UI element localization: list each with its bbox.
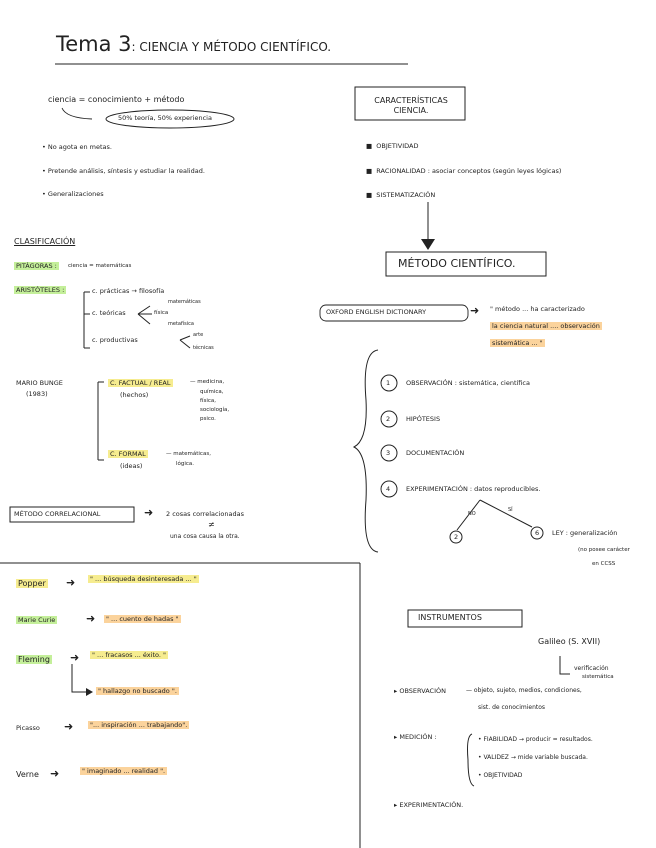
step-1-number: 1 <box>386 379 391 387</box>
branch-no: NO <box>468 511 476 517</box>
correlacional-box: MÉTODO CORRELACIONAL <box>14 510 101 518</box>
metodo-cientifico-box: MÉTODO CIENTÍFICO. <box>398 257 516 270</box>
quote-hallazgo-text: " hallazgo no buscado ". <box>96 687 179 695</box>
step-4-label: EXPERIMENTACIÓN : datos reproducibles. <box>406 485 541 493</box>
ciencia-equation: ciencia = conocimiento + método <box>48 95 185 104</box>
ley-label: LEY : generalización <box>552 529 618 537</box>
step-2-number: 2 <box>386 415 391 423</box>
bunge-factual-sub: (hechos) <box>120 391 149 399</box>
quote-popper-name: Popper <box>16 579 48 588</box>
page-title: Tema 3: CIENCIA Y MÉTODO CIENTÍFICO. <box>56 34 331 55</box>
pitagoras-value: ciencia = matemáticas <box>68 263 132 269</box>
bunge-formal-item-2: lógica. <box>176 461 195 467</box>
oxford-quote-c: sistemática ... " <box>490 339 545 347</box>
caracteristica-sistematizacion: ■ SISTEMATIZACIÓN <box>366 191 436 199</box>
caracteristica-racionalidad: ■ RACIONALIDAD : asociar conceptos (segú… <box>366 167 562 175</box>
ley-note-1: (no posee carácter <box>578 547 630 553</box>
aristoteles-matematicas: matemáticas <box>168 299 201 305</box>
medicion-item-2: • VALIDEZ → mide variable buscada. <box>478 754 588 761</box>
arrow-icon: ➜ <box>66 576 76 589</box>
quote-fleming-name: Fleming <box>16 655 52 664</box>
step-3-label: DOCUMENTACIÓN <box>406 449 465 457</box>
galileo-sistematica: sistemática <box>582 674 614 680</box>
step-1-label: OBSERVACIÓN : sistemática, científica <box>406 379 530 387</box>
pitagoras-name: PITÁGORAS : <box>14 262 59 270</box>
caracteristica-objetividad: ■ OBJETIVIDAD <box>366 142 419 150</box>
bunge-formal-item-1: — matemáticas, <box>166 451 211 457</box>
aristoteles-name: ARISTÓTELES : <box>14 286 67 294</box>
medicion-item-1: • FIABILIDAD → producir = resultados. <box>478 736 593 743</box>
ciencia-bullet-2: • Pretende análisis, síntesis y estudiar… <box>42 167 205 175</box>
ciencia-bullet-1: • No agota en metas. <box>42 143 112 151</box>
correlacional-line-2: una cosa causa la otra. <box>170 533 240 540</box>
instrumento-medicion: ▸ MEDICIÓN : <box>394 733 437 741</box>
arrow-icon: ➜ <box>70 651 80 664</box>
bunge-factual-item-4: sociología, <box>200 407 230 413</box>
quote-verne-text: " imaginado ... realidad ". <box>80 767 168 775</box>
arrow-icon: ➜ <box>86 612 96 625</box>
arrow-icon: ➜ <box>64 720 74 733</box>
bunge-name: MARIO BUNGE <box>16 379 63 387</box>
instrumento-observacion: ▸ OBSERVACIÓN <box>394 687 446 695</box>
instrumento-observacion-a: — objeto, sujeto, medios, condiciones, <box>466 687 582 694</box>
oxford-quote-a: " método ... ha caracterizado <box>490 305 585 313</box>
bunge-factual-item-3: física, <box>200 398 217 404</box>
bunge-year: (1983) <box>26 390 48 398</box>
ley-note-2: en CCSS <box>592 561 616 567</box>
step-4-number: 4 <box>386 485 391 493</box>
bunge-factual-item-5: psico. <box>200 416 216 422</box>
bunge-formal: C. FORMAL <box>108 450 148 458</box>
ciencia-ellipse-text: 50% teoría, 50% experiencia <box>118 114 212 122</box>
aristoteles-fisica: física <box>154 310 169 316</box>
branch-two: 2 <box>454 533 459 541</box>
aristoteles-productivas: c. productivas <box>92 336 138 344</box>
title-tema: Tema 3 <box>56 32 132 56</box>
aristoteles-teoricas: c. teóricas <box>92 309 126 317</box>
quote-curie-text: " ... cuento de hadas " <box>104 615 181 623</box>
aristoteles-practicas: c. prácticas → filosofía <box>92 287 165 295</box>
galileo-verificacion: verificación <box>574 665 609 672</box>
clasificacion-heading: CLASIFICACIÓN <box>14 237 76 246</box>
aristoteles-tecnicas: técnicas <box>193 345 214 351</box>
quote-curie-name: Marie Curie <box>16 616 58 624</box>
aristoteles-metafisica: metafísica <box>168 321 194 327</box>
quote-fleming-text: " ... fracasos ... éxito. " <box>90 651 168 659</box>
bunge-formal-sub: (ideas) <box>120 462 143 470</box>
quote-popper-text: " ... búsqueda desinteresada ... " <box>88 575 199 583</box>
aristoteles-arte: arte <box>193 332 204 338</box>
oxford-quote-b: la ciencia natural .... observación <box>490 322 602 330</box>
step-2-label: HIPÓTESIS <box>406 415 441 423</box>
galileo-label: Galileo (S. XVII) <box>538 637 601 646</box>
step-3-number: 3 <box>386 449 391 457</box>
oxford-dictionary: OXFORD ENGLISH DICTIONARY <box>326 308 427 316</box>
quote-picasso-name: Picasso <box>16 724 40 732</box>
title-rest: : CIENCIA Y MÉTODO CIENTÍFICO. <box>131 40 332 54</box>
caracteristicas-box: CARACTERÍSTICAS CIENCIA. <box>374 96 448 115</box>
branch-si: SÍ <box>508 507 513 513</box>
branch-six: 6 <box>535 529 540 537</box>
ciencia-bullet-3: • Generalizaciones <box>42 190 104 198</box>
bunge-factual: C. FACTUAL / REAL <box>108 379 173 387</box>
medicion-item-3: • OBJETIVIDAD <box>478 772 523 779</box>
instrumento-observacion-b: sist. de conocimientos <box>478 704 546 711</box>
arrow-icon: ➜ <box>50 767 60 780</box>
quote-picasso-text: "... inspiración ... trabajando". <box>88 721 190 729</box>
correlacional-line-1: 2 cosas correlacionadas <box>166 510 244 518</box>
bunge-factual-item-2: química, <box>200 389 224 395</box>
bunge-factual-item-1: — medicina, <box>190 379 225 385</box>
quote-verne-name: Verne <box>16 770 39 779</box>
instrumentos-box: INSTRUMENTOS <box>418 613 482 622</box>
arrow-icon: ➜ <box>470 304 480 317</box>
instrumento-experimentacion: ▸ EXPERIMENTACIÓN. <box>394 801 464 809</box>
correlacional-neq: ≠ <box>208 520 215 529</box>
arrow-icon: ➜ <box>144 506 154 519</box>
